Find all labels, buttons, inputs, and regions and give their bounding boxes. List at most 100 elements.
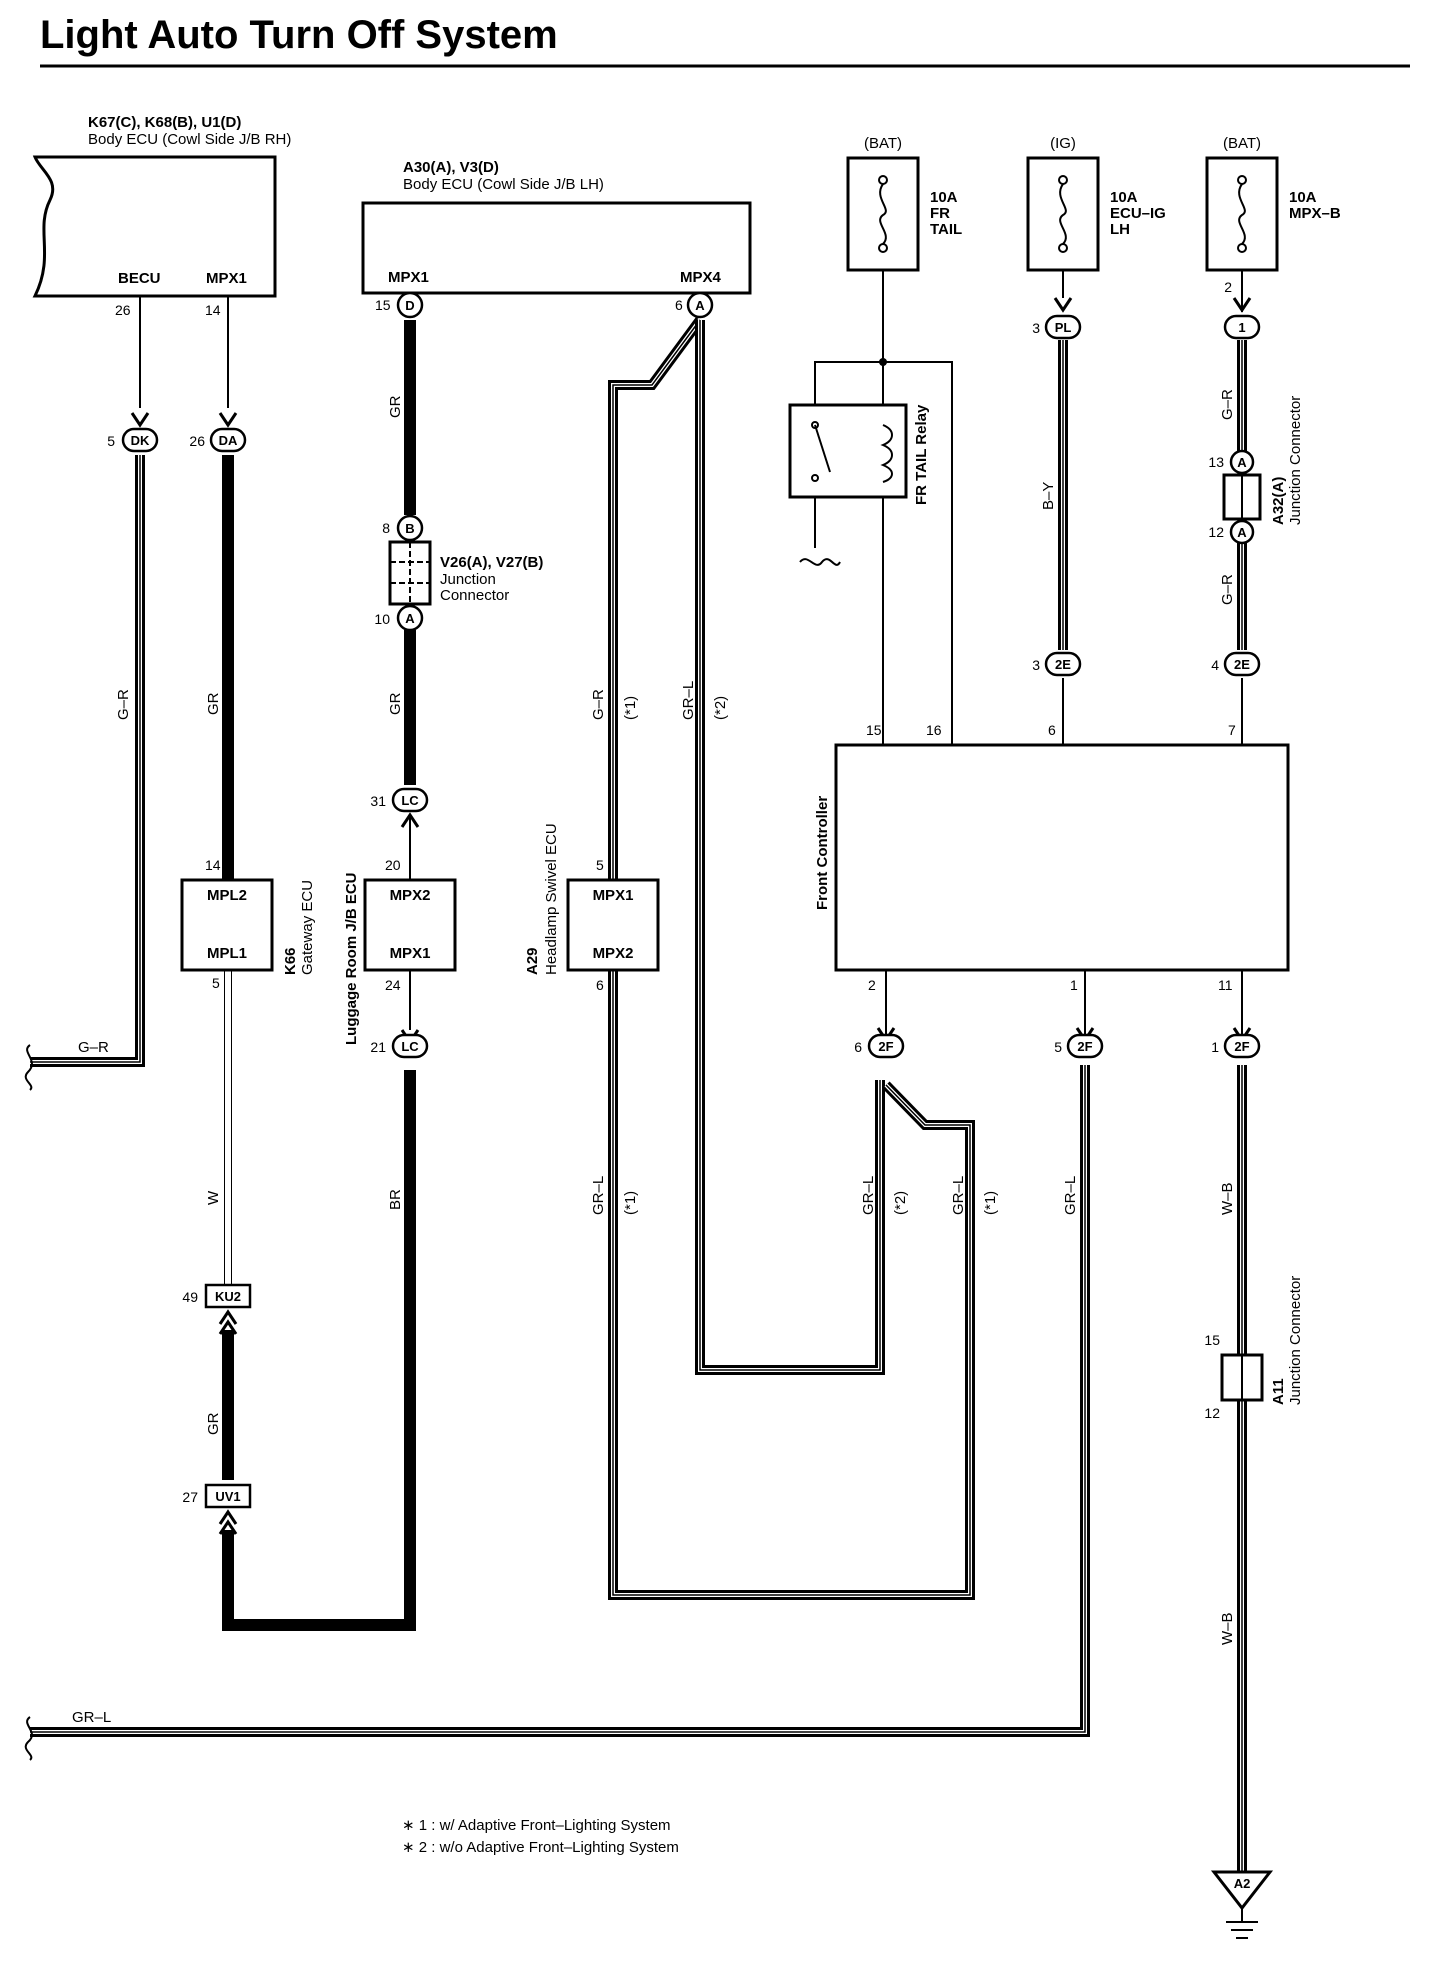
connector-pl: PL 3	[1032, 296, 1082, 340]
svg-text:(BAT): (BAT)	[864, 135, 902, 152]
svg-text:TAIL: TAIL	[930, 221, 962, 238]
wire-headlamp-gr-l	[608, 970, 975, 1600]
svg-text:A32(A): A32(A)	[1270, 477, 1287, 525]
svg-text:GR: GR	[205, 1412, 222, 1435]
svg-text:26: 26	[189, 433, 205, 449]
svg-text:6: 6	[854, 1039, 862, 1055]
connector-2f-5: 2F 5	[1054, 1026, 1104, 1059]
svg-text:5: 5	[107, 433, 115, 449]
note-2: ∗ 2 : w/o Adaptive Front–Lighting System	[402, 1839, 679, 1856]
svg-text:10A: 10A	[930, 189, 958, 206]
svg-text:11: 11	[1218, 977, 1233, 993]
body-ecu-lh: A30(A), V3(D) Body ECU (Cowl Side J/B LH…	[361, 159, 752, 313]
svg-text:14: 14	[205, 857, 221, 873]
wire-mpx4-g-r	[608, 317, 705, 880]
svg-text:BR: BR	[387, 1189, 404, 1210]
svg-text:8: 8	[382, 520, 390, 536]
body-ecu-rh-box	[32, 155, 277, 298]
svg-text:Junction Connector: Junction Connector	[1287, 1276, 1304, 1405]
svg-text:1: 1	[1211, 1039, 1219, 1055]
svg-text:(*2): (*2)	[712, 696, 729, 720]
svg-text:10: 10	[374, 611, 390, 627]
body-ecu-lh-pin-mpx1: MPX1	[388, 269, 429, 286]
svg-text:Front Controller: Front Controller	[814, 796, 831, 910]
svg-text:G–R: G–R	[115, 689, 132, 720]
svg-text:MPX2: MPX2	[390, 887, 431, 904]
svg-text:2F: 2F	[1234, 1039, 1249, 1054]
svg-text:LC: LC	[401, 1039, 419, 1054]
svg-text:1: 1	[1070, 977, 1078, 993]
body-ecu-lh-pin-mpx4: MPX4	[680, 269, 722, 286]
connector-ku2: KU2 49	[182, 1283, 252, 1336]
wire-labels: G–R GR GR GR W BR GR G–R (*1) GR–L (*2) …	[72, 389, 1236, 1726]
connector-2e-3: 2E 3	[1032, 651, 1082, 677]
junction-v26: B 8 A 10 V26(A), V27(B) Junction Connect…	[374, 514, 543, 632]
svg-text:Gateway ECU: Gateway ECU	[299, 880, 316, 975]
svg-text:W–B: W–B	[1219, 1612, 1236, 1645]
svg-text:MPX–B: MPX–B	[1289, 205, 1341, 222]
svg-text:W: W	[205, 1190, 222, 1205]
body-ecu-lh-num-mpx1: 15	[375, 297, 391, 313]
svg-text:(*2): (*2)	[892, 1191, 909, 1215]
wire-gr-bottom	[222, 1070, 416, 1631]
svg-text:MPL1: MPL1	[207, 945, 247, 962]
body-ecu-rh-pin-becu: BECU	[118, 270, 161, 287]
svg-text:Luggage Room J/B ECU: Luggage Room J/B ECU	[343, 872, 360, 1045]
svg-text:Connector: Connector	[440, 587, 509, 604]
body-ecu-rh-num-becu: 26	[115, 302, 131, 318]
svg-text:GR–L: GR–L	[1062, 1176, 1079, 1215]
note-1: ∗ 1 : w/ Adaptive Front–Lighting System	[402, 1817, 671, 1834]
svg-text:13: 13	[1208, 454, 1224, 470]
body-ecu-lh-name: Body ECU (Cowl Side J/B LH)	[403, 176, 604, 193]
svg-text:A: A	[695, 298, 705, 313]
connector-lc-21: LC 21	[370, 1028, 429, 1059]
break-mark-gr	[24, 1044, 33, 1091]
svg-text:Junction: Junction	[440, 571, 496, 588]
svg-text:G–R: G–R	[1219, 574, 1236, 605]
svg-text:21: 21	[370, 1039, 386, 1055]
svg-text:6: 6	[1048, 722, 1056, 738]
svg-text:LC: LC	[401, 793, 419, 808]
svg-text:FR TAIL Relay: FR TAIL Relay	[913, 404, 930, 505]
svg-text:LH: LH	[1110, 221, 1130, 238]
svg-text:7: 7	[1228, 722, 1236, 738]
front-controller: Front Controller 15 16 6 7 2 1 11	[814, 722, 1290, 993]
svg-text:A: A	[1237, 455, 1247, 470]
svg-text:UV1: UV1	[215, 1489, 240, 1504]
svg-text:B–Y: B–Y	[1040, 482, 1057, 510]
svg-text:5: 5	[596, 857, 604, 873]
svg-text:3: 3	[1032, 657, 1040, 673]
svg-text:ECU–IG: ECU–IG	[1110, 205, 1166, 222]
body-ecu-rh-name: Body ECU (Cowl Side J/B RH)	[88, 131, 291, 148]
svg-text:24: 24	[385, 977, 401, 993]
wire-mpx4-gr-l	[695, 320, 885, 1375]
svg-text:49: 49	[182, 1289, 198, 1305]
svg-text:FR: FR	[930, 205, 950, 222]
connector-d: D	[396, 291, 424, 319]
svg-text:MPX1: MPX1	[593, 887, 634, 904]
svg-text:MPX2: MPX2	[593, 945, 634, 962]
svg-text:MPX1: MPX1	[390, 945, 431, 962]
svg-text:GR–L: GR–L	[72, 1709, 111, 1726]
svg-text:5: 5	[1054, 1039, 1062, 1055]
svg-text:(*1): (*1)	[622, 696, 639, 720]
svg-text:DK: DK	[131, 433, 150, 448]
svg-text:B: B	[405, 521, 414, 536]
junction-a11: 15 12 A11 Junction Connector	[1204, 1276, 1304, 1421]
svg-text:3: 3	[1032, 320, 1040, 336]
svg-text:W–B: W–B	[1219, 1182, 1236, 1215]
body-ecu-lh-codes: A30(A), V3(D)	[403, 159, 499, 176]
svg-text:A2: A2	[1234, 1876, 1251, 1891]
svg-text:V26(A), V27(B): V26(A), V27(B)	[440, 554, 543, 571]
svg-text:D: D	[405, 298, 414, 313]
svg-text:10A: 10A	[1110, 189, 1138, 206]
svg-text:G–R: G–R	[78, 1039, 109, 1056]
connector-1: 1	[1223, 296, 1261, 340]
connector-dk: DK 5	[107, 411, 159, 453]
svg-text:A11: A11	[1270, 1378, 1287, 1405]
body-ecu-rh-codes: K67(C), K68(B), U1(D)	[88, 114, 241, 131]
svg-text:(*1): (*1)	[622, 1191, 639, 1215]
svg-text:2F: 2F	[878, 1039, 893, 1054]
svg-text:15: 15	[866, 722, 882, 738]
